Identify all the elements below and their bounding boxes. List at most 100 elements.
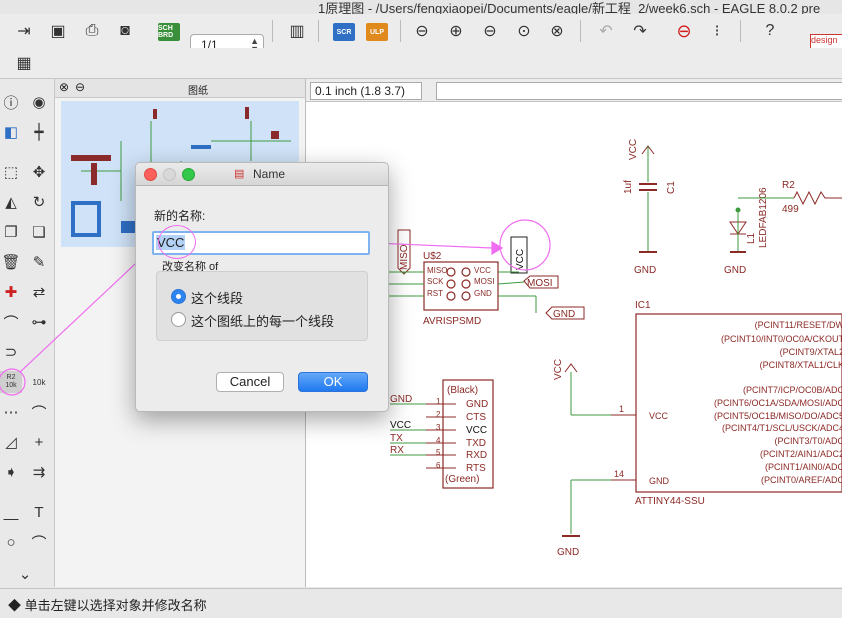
origin-icon[interactable]: ┿ [34,124,44,141]
cam-processor-icon[interactable]: ▥ [289,23,305,40]
info-icon[interactable]: ⓘ [3,94,19,112]
paste-icon[interactable]: ❏ [32,224,46,241]
ftdi-pinnum-5: 5 [436,448,441,457]
status-bar: ◆ 单击左键以选择对象并修改名称 [0,588,842,618]
ic1-pin-2: (PCINT9/XTAL2 [780,347,842,357]
help-icon[interactable]: ? [765,22,775,39]
layers-icon[interactable]: ◧ [3,124,19,141]
schematic-drawing: U$2 AVRISPSMD MISO SCK RST VCC MOSI GND … [231,139,842,558]
left-command-toolbar: ⓘ ◉ ◧ ┿ ⬚ ✥ ◭ ↻ ❐ ❏ 🗑 ✎ ✚ ⇄ ⌒ ⊶ ⊃ R2 10k… [0,79,55,587]
grid-icon[interactable]: ▦ [16,55,32,72]
radio-all-segments-label[interactable]: 这个图纸上的每一个线段 [191,314,335,329]
minimize-button[interactable] [163,168,176,181]
name-dialog: ▤ Name 新的名称: VCC 改变名称 of 这个线段 这个图纸上的每一个线… [135,162,389,412]
radio-this-segment-label[interactable]: 这个线段 [191,291,244,306]
command-line-input[interactable] [436,82,842,100]
delete-icon[interactable]: 🗑 [1,254,21,271]
u2-pin-vcc: VCC [474,266,491,275]
cancel-button[interactable]: Cancel [216,372,284,392]
radio-all-segments[interactable] [171,312,186,327]
invoke-icon[interactable]: ⊃ [4,344,18,361]
ftdi-pin-cts: CTS [466,412,486,423]
ic1-pin-3: (PCINT8/XTAL1/CLK [760,360,842,370]
eye-icon[interactable]: ◉ [32,94,46,111]
ftdi-pinnum-1: 1 [436,397,441,406]
close-button[interactable] [144,168,157,181]
zoom-redraw-icon[interactable]: ⊗ [550,23,564,40]
undo-icon[interactable]: ↶ [599,23,613,40]
redo-icon[interactable]: ↷ [633,23,647,40]
coordinate-display: 0.1 inch (1.8 3.7) [310,82,422,100]
copy-icon[interactable]: ❐ [4,224,18,241]
mirror-icon[interactable]: ◭ [5,194,17,211]
rotate-icon[interactable]: ↻ [32,194,46,211]
schematic-canvas[interactable]: U$2 AVRISPSMD MISO SCK RST VCC MOSI GND … [231,102,842,587]
bus-icon[interactable]: ⇉ [32,464,46,481]
net-label-mosi: MOSI [527,278,553,289]
ftdi-pinnum-2: 2 [436,410,441,419]
scr-icon[interactable]: SCR [333,23,355,41]
ftdi-net-gnd: GND [390,394,412,405]
move-icon[interactable]: ✥ [32,164,46,181]
ftdi-top-label: (Black) [447,385,478,396]
ftdi-pinnum-6: 6 [436,461,441,470]
ic1-vcc-pin-name: VCC [649,411,669,421]
c1-top-supply: VCC [628,139,639,160]
ic1-body [635,313,842,493]
zoom-select-icon[interactable]: ⊙ [517,23,531,40]
ftdi-bottom-label: (Green) [445,474,479,485]
ftdi-pinnum-4: 4 [436,436,441,445]
zoom-in-icon[interactable]: ⊕ [449,23,463,40]
open-icon[interactable]: ⇥ [17,23,31,40]
zoom-button[interactable] [182,168,195,181]
label-icon[interactable]: ➧ [4,464,18,481]
net-icon[interactable]: ⊶ [31,314,47,331]
zoom-out-icon[interactable]: ⊖ [483,23,497,40]
line-icon[interactable]: ⎽ [3,503,19,521]
arc2-icon[interactable]: ⌒ [31,534,47,552]
split-icon[interactable]: ⌒ [3,314,19,332]
polygon-icon[interactable]: ◿ [5,434,17,451]
c1-bottom-supply: GND [634,265,656,276]
ftdi-pin-txd: TXD [466,438,486,449]
u2-value: AVRISPSMD [423,316,481,327]
value-icon[interactable]: 10k [32,377,46,387]
radio-this-segment[interactable] [171,289,186,304]
ulp-icon[interactable]: ULP [366,23,388,41]
ic1-pin-7: (PCINT4/T1/SCL/USCK/ADC4 [722,423,842,433]
ok-button[interactable]: OK [298,372,368,392]
u2-pin-rst: RST [427,289,443,298]
ic1-gnd-pin-num: 14 [614,469,624,479]
new-name-label: 新的名称: [154,209,206,223]
cam-icon[interactable]: ◙ [120,22,130,39]
arc-icon[interactable]: ⌒ [31,404,47,422]
replace-icon[interactable]: ⇄ [32,284,46,301]
wire-icon[interactable]: ⋯ [3,404,19,421]
dialog-title-bar: ▤ Name [136,163,388,186]
change-name-label: 改变名称 of [162,261,219,273]
stop-icon[interactable]: ⊖ [676,20,692,41]
go-icon[interactable]: ⁝ [714,23,720,40]
junction-icon[interactable]: + [34,433,44,451]
dialog-title: Name [253,167,286,181]
u2-body [423,261,499,311]
name-icon[interactable]: R2 10k [0,371,22,393]
scope-radio-group: 这个线段 这个图纸上的每一个线段 [156,271,368,341]
ic1-pin-4: (PCINT7/ICP/OC0B/ADC [743,385,842,395]
more-icon[interactable]: ⌄ [18,566,32,583]
sch-brd-icon[interactable]: SCH BRD [158,23,180,41]
float-icon[interactable]: ⊖ [75,80,86,94]
zoom-fit-icon[interactable]: ⊖ [415,23,429,40]
circle-icon[interactable]: ○ [6,533,16,551]
save-icon[interactable]: ▣ [50,23,66,40]
wrench-icon[interactable]: ✎ [32,254,46,271]
led-supply: GND [724,265,746,276]
add-part-icon[interactable]: ✚ [4,284,18,301]
select-icon[interactable]: ⬚ [3,164,19,181]
text-icon[interactable]: T [34,503,44,521]
print-icon[interactable]: ⎙ [85,22,99,39]
sheets-panel-header: ⊗ ⊖ 图纸 [55,79,305,98]
ftdi-net-tx: TX [390,433,403,444]
r2-ref: R2 [782,180,795,191]
close-icon[interactable]: ⊗ [59,80,70,94]
